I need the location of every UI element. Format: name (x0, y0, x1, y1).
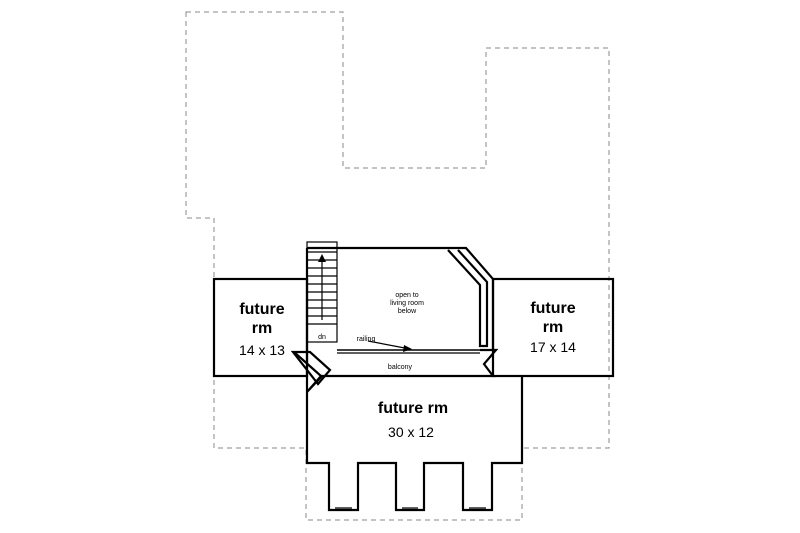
railing-label: railing (357, 336, 376, 343)
bottom-room-name: future rm (378, 400, 448, 417)
stair-dn-label: dn (318, 334, 326, 341)
open-note-line3: below (398, 308, 417, 315)
right-room-name-line2: rm (543, 319, 563, 336)
roof-outline (185, 11, 610, 521)
balcony-left-end (290, 350, 332, 386)
railing (337, 340, 480, 354)
left-room-name-line2: rm (252, 320, 272, 337)
stair (306, 241, 338, 343)
balcony-label: balcony (388, 364, 413, 371)
bottom-room-walls (305, 376, 524, 512)
right-room-dims: 17 x 14 (530, 339, 576, 355)
balcony-walls (293, 348, 499, 393)
open-note-line1: open to (395, 292, 418, 299)
open-note-line2: living room (390, 300, 424, 307)
left-room-dims: 14 x 13 (239, 342, 285, 358)
chase-walls (447, 249, 489, 348)
right-room-name-line1: future (530, 300, 575, 317)
left-room-name-line1: future (239, 301, 284, 318)
bottom-room-dims: 30 x 12 (388, 424, 434, 440)
